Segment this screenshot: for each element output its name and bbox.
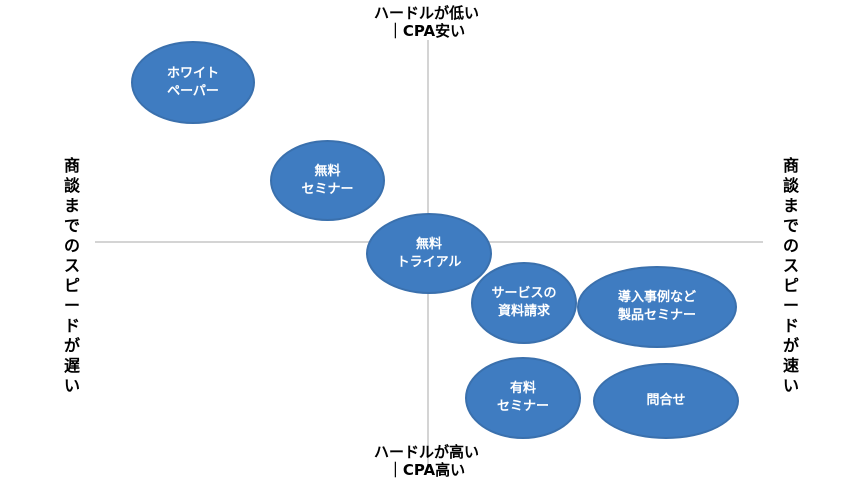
bubble-service-docs-line2: 資料請求 [497, 304, 550, 319]
bottom-axis-label-line2: ｜CPA高い [387, 461, 466, 479]
right-axis-label: 商談までのスピードが速い [782, 156, 799, 395]
bubble-inquiry: 問合せ [593, 363, 739, 439]
bubble-paid-seminar-line1: 有料 [509, 381, 536, 396]
bubble-whitepaper: ホワイト ペーパー [131, 41, 255, 124]
left-axis-label: 商談までのスピードが遅い [63, 156, 80, 395]
bubble-whitepaper-line2: ペーパー [167, 83, 219, 99]
top-axis-label-line2: ｜CPA安い [387, 22, 466, 40]
bubble-whitepaper-line1: ホワイト [166, 65, 219, 81]
bubble-paid-seminar: 有料 セミナー [465, 357, 581, 439]
bubble-case-seminar-line1: 導入事例など [617, 290, 696, 305]
bubble-case-seminar: 導入事例など 製品セミナー [577, 266, 737, 348]
bubble-inquiry-line1: 問合せ [646, 393, 686, 408]
bubble-free-trial-line2: トライアル [396, 254, 462, 270]
bottom-axis-label-line1: ハードルが高い [373, 443, 479, 461]
top-axis-label-line1: ハードルが低い [373, 4, 479, 22]
bubble-free-seminar-line1: 無料 [314, 163, 341, 179]
bubble-free-seminar: 無料 セミナー [270, 140, 385, 221]
bubble-free-trial: 無料 トライアル [366, 213, 492, 294]
bottom-axis-label: ハードルが高い ｜CPA高い [0, 443, 853, 479]
bubble-free-trial-line1: 無料 [415, 236, 442, 252]
bubble-service-docs-line1: サービスの [491, 286, 557, 301]
bubble-case-seminar-line2: 製品セミナー [617, 308, 696, 323]
bubble-service-docs: サービスの 資料請求 [471, 262, 577, 344]
bubble-paid-seminar-line2: セミナー [496, 399, 549, 414]
bubble-free-seminar-line2: セミナー [301, 181, 354, 197]
top-axis-label: ハードルが低い ｜CPA安い [0, 4, 853, 40]
